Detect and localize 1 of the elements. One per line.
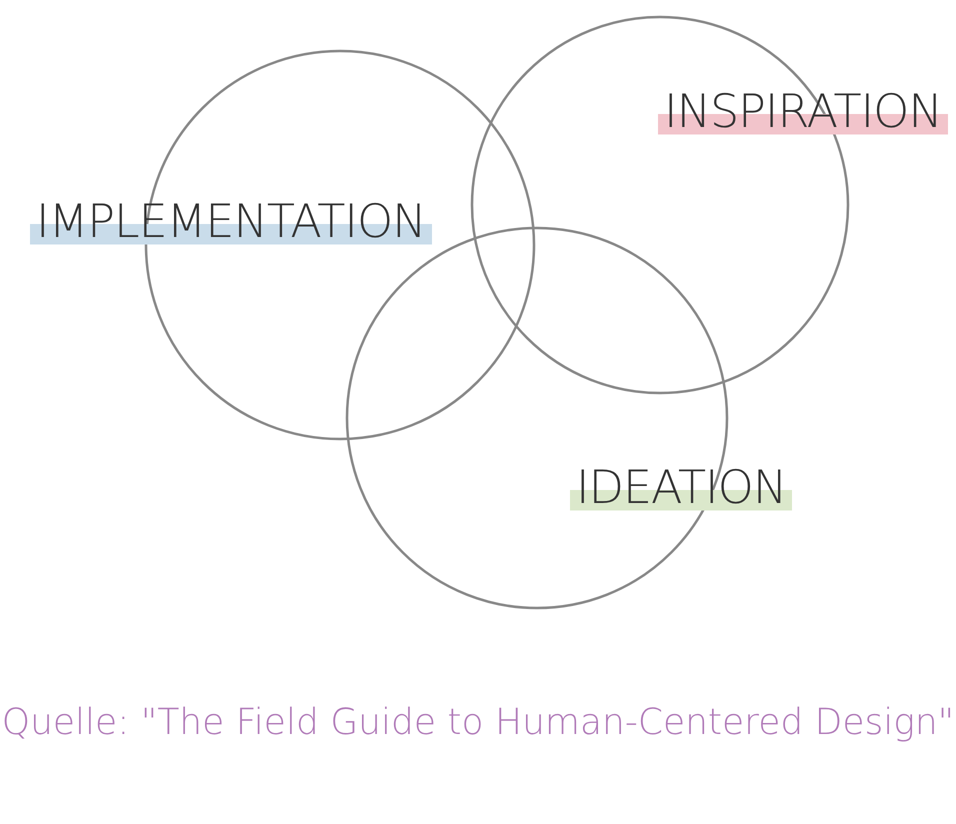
source-caption: Quelle: "The Field Guide to Human-Centered Design" — [0, 701, 956, 745]
